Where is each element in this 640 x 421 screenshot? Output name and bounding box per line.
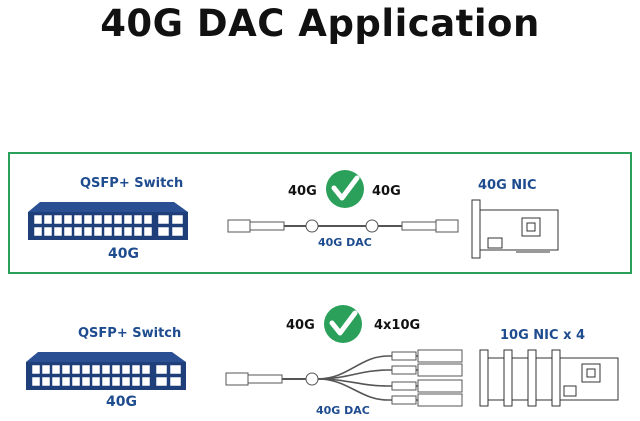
switch-speed-label: 40G [108, 246, 139, 262]
cable-label: 40G DAC [316, 404, 370, 417]
scenario-2-illustration [26, 305, 619, 407]
breakout-cable-icon [225, 349, 463, 407]
cable-label: 40G DAC [318, 236, 372, 249]
scenario-2-panel: QSFP+ Switch 40G 40G 4x10G 40G DAC 10G N… [8, 296, 632, 421]
page-title: 40G DAC Application [100, 2, 540, 45]
right-speed-label: 4x10G [374, 318, 421, 333]
nic-label: 40G NIC [478, 178, 537, 193]
left-speed-label: 40G [286, 318, 315, 333]
nic-card-icon [471, 199, 559, 259]
check-icon [324, 305, 362, 343]
switch-icon [28, 202, 188, 240]
switch-label: QSFP+ Switch [78, 326, 182, 341]
scenario-1-illustration [28, 170, 559, 259]
dac-cable-icon [227, 219, 459, 233]
switch-icon [26, 352, 186, 390]
left-speed-label: 40G [288, 184, 317, 199]
switch-speed-label: 40G [106, 394, 137, 410]
nic-card-icon [479, 349, 619, 407]
right-speed-label: 40G [372, 184, 401, 199]
check-icon [326, 170, 364, 208]
scenario-1-panel: QSFP+ Switch 40G 40G 40G 40G DAC 40G NIC [8, 152, 632, 274]
nic-label: 10G NIC x 4 [500, 328, 586, 343]
switch-label: QSFP+ Switch [80, 176, 184, 191]
